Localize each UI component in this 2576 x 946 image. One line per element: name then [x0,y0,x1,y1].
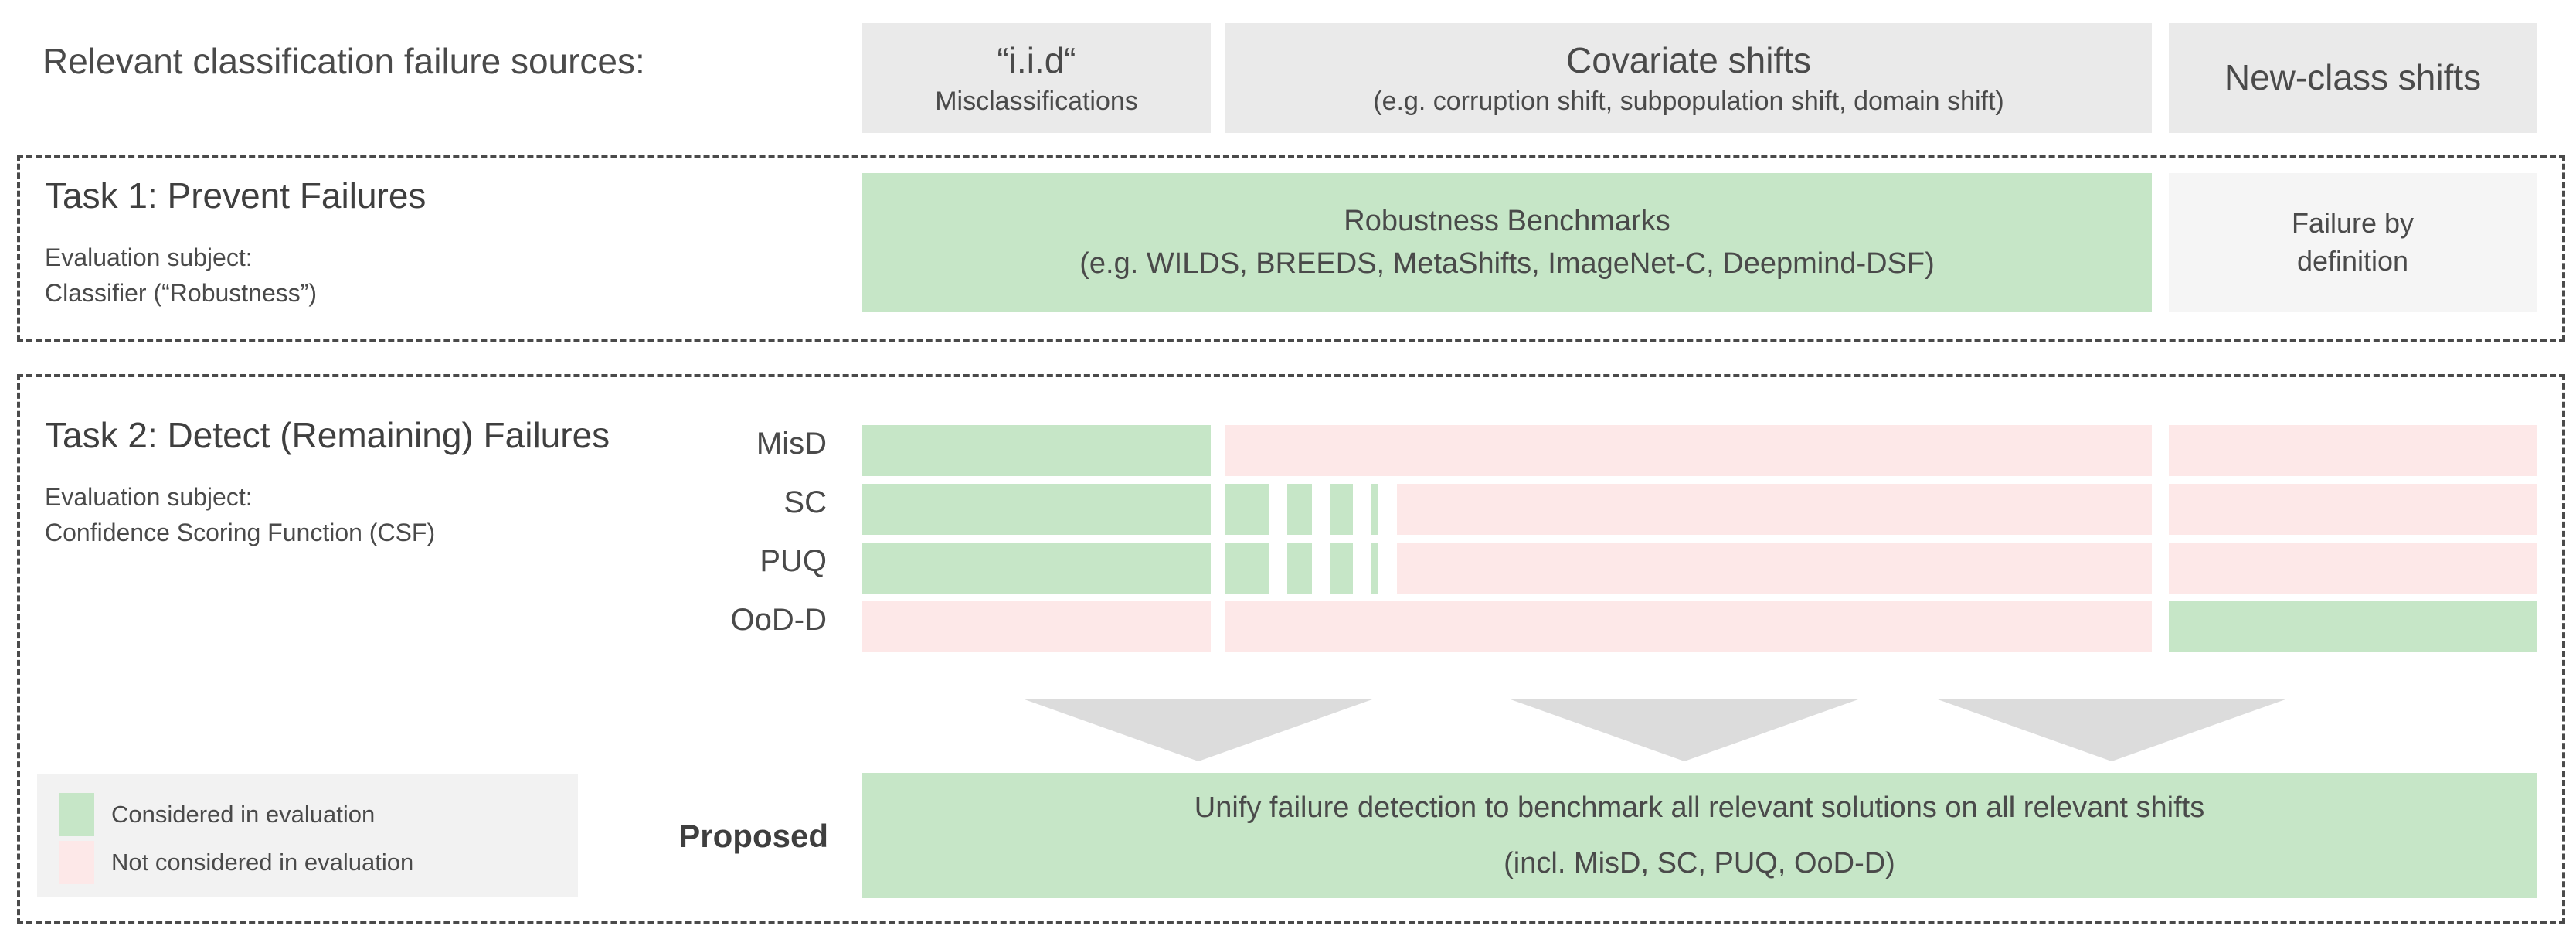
legend-item-considered: Considered in evaluation [59,793,556,836]
legend: Considered in evaluation Not considered … [37,774,578,897]
task2-row-label-misd: MisD [756,427,827,461]
header-iid-title: “i.i.d“ [997,40,1076,80]
header-covariate-subtitle: (e.g. corruption shift, subpopulation sh… [1373,86,2004,116]
task2-sc-cell-covariate-seg4 [1371,484,1378,535]
header-row-label: Relevant classification failure sources: [42,41,645,81]
task2-subject-label: Evaluation subject: [45,483,253,511]
task1-benchmark-title: Robustness Benchmarks [1344,204,1670,237]
legend-label-considered: Considered in evaluation [111,801,376,828]
task2-title: Task 2: Detect (Remaining) Failures [45,415,610,455]
proposed-label: Proposed [678,818,828,854]
task2-puq-cell-covariate-rest [1397,543,2152,594]
task1-newclass-line2: definition [2296,245,2409,277]
header-column-newclass: New-class shifts [2169,23,2537,133]
legend-item-not-considered: Not considered in evaluation [59,841,556,884]
task2-sc-cell-covariate-rest [1397,484,2152,535]
task2-misd-cell-covariate [1225,425,2152,476]
legend-swatch-considered-icon [59,793,94,836]
task2-puq-cell-covariate-seg4 [1371,543,1378,594]
task2-row-label-oodd: OoD-D [730,603,827,637]
down-arrow-newclass [1938,699,2285,761]
header-column-iid: “i.i.d“ Misclassifications [862,23,1211,133]
task1-robustness-benchmarks-bar: Robustness Benchmarks (e.g. WILDS, BREED… [862,173,2152,312]
task2-sc-cell-iid [862,484,1211,535]
header-column-covariate: Covariate shifts (e.g. corruption shift,… [1225,23,2152,133]
task2-misd-cell-iid [862,425,1211,476]
task2-sc-cell-covariate-seg2 [1287,484,1312,535]
task2-puq-cell-newclass [2169,543,2537,594]
task1-subject-value: Classifier (“Robustness”) [45,279,318,307]
task1-title: Task 1: Prevent Failures [45,175,427,216]
legend-swatch-not-considered-icon [59,841,94,884]
task2-row-label-sc: SC [783,485,827,519]
task1-newclass-bar: Failure by definition [2169,173,2537,312]
task1-subject-label: Evaluation subject: [45,243,253,271]
task2-puq-cell-covariate-seg3 [1330,543,1353,594]
header-newclass-title: New-class shifts [2224,57,2482,98]
task2-oodd-cell-covariate [1225,601,2152,652]
header-covariate-title: Covariate shifts [1565,40,1811,80]
task2-oodd-cell-iid [862,601,1211,652]
task2-sc-cell-covariate-seg3 [1330,484,1353,535]
proposed-bar: Unify failure detection to benchmark all… [862,773,2537,898]
task2-puq-cell-covariate-seg2 [1287,543,1312,594]
task1-benchmark-examples: (e.g. WILDS, BREEDS, MetaShifts, ImageNe… [1079,247,1935,280]
down-arrow-covariate [1511,699,1858,761]
task2-oodd-cell-newclass [2169,601,2537,652]
proposed-line1: Unify failure detection to benchmark all… [1194,791,2205,824]
proposed-line2: (incl. MisD, SC, PUQ, OoD-D) [1504,847,1895,880]
task2-sc-cell-newclass [2169,484,2537,535]
task2-puq-cell-iid [862,543,1211,594]
task2-row-label-puq: PUQ [760,544,827,578]
header-iid-subtitle: Misclassifications [935,86,1138,116]
task1-newclass-line1: Failure by [2291,207,2415,240]
task2-sc-cell-covariate-seg1 [1225,484,1269,535]
down-arrow-iid [1025,699,1372,761]
legend-label-not-considered: Not considered in evaluation [111,849,414,876]
task2-misd-cell-newclass [2169,425,2537,476]
task2-puq-cell-covariate-seg1 [1225,543,1269,594]
task2-subject-value: Confidence Scoring Function (CSF) [45,519,436,546]
